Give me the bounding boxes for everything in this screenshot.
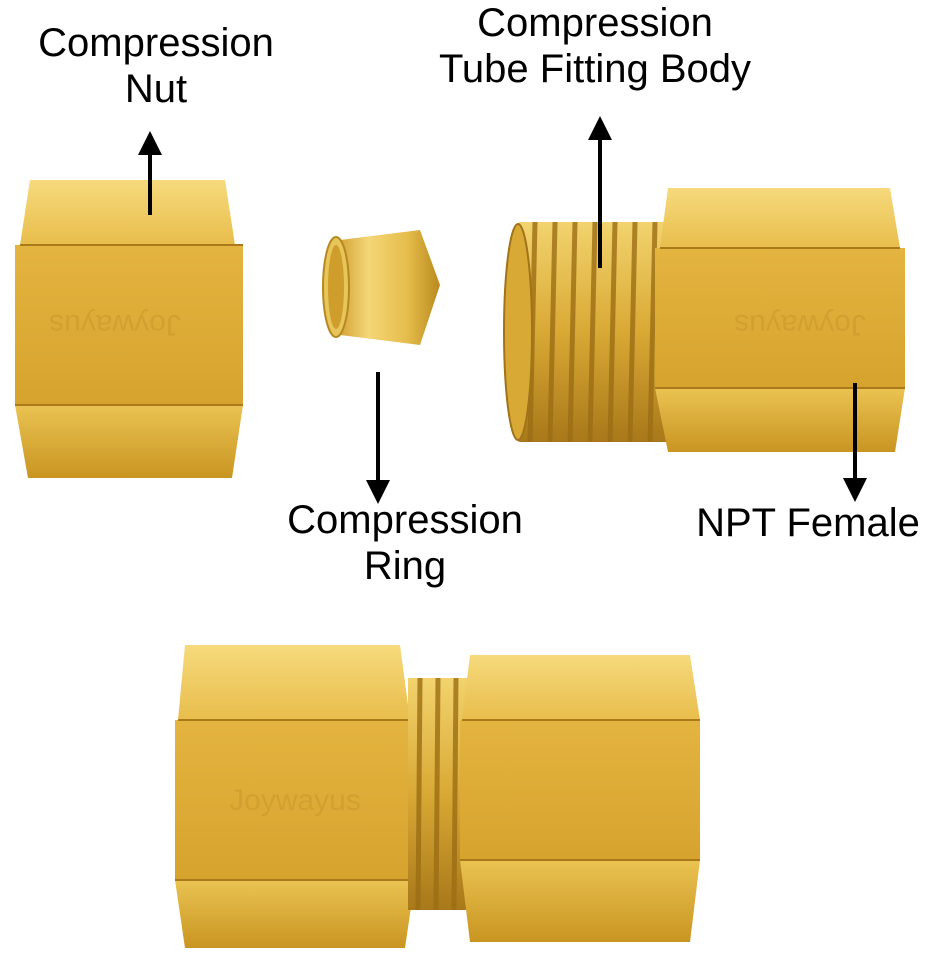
nut-label-line2: Nut — [124, 67, 188, 111]
compression-tube-fitting-body: Joywayus — [503, 188, 905, 452]
body-label-line2: Tube Fitting Body — [438, 47, 751, 91]
nut-watermark: Joywayus — [49, 308, 181, 341]
compression-ring — [322, 230, 440, 345]
ring-label-line2: Ring — [363, 544, 447, 588]
npt-female-label: NPT Female — [676, 500, 940, 546]
tube-fitting-body-label: Compression Tube Fitting Body — [395, 0, 795, 92]
assembled-fitting: Joywayus — [175, 645, 700, 948]
compression-nut-label: Compression Nut — [8, 20, 304, 112]
npt-label-text: NPT Female — [696, 501, 920, 545]
compression-nut: Joywayus — [15, 180, 243, 478]
nut-label-line1: Compression — [38, 21, 274, 65]
body-label-line1: Compression — [477, 1, 713, 45]
body-watermark: Joywayus — [734, 308, 866, 341]
compression-ring-label: Compression Ring — [255, 497, 555, 589]
ring-label-line1: Compression — [287, 498, 523, 542]
assembly-watermark: Joywayus — [229, 784, 361, 817]
